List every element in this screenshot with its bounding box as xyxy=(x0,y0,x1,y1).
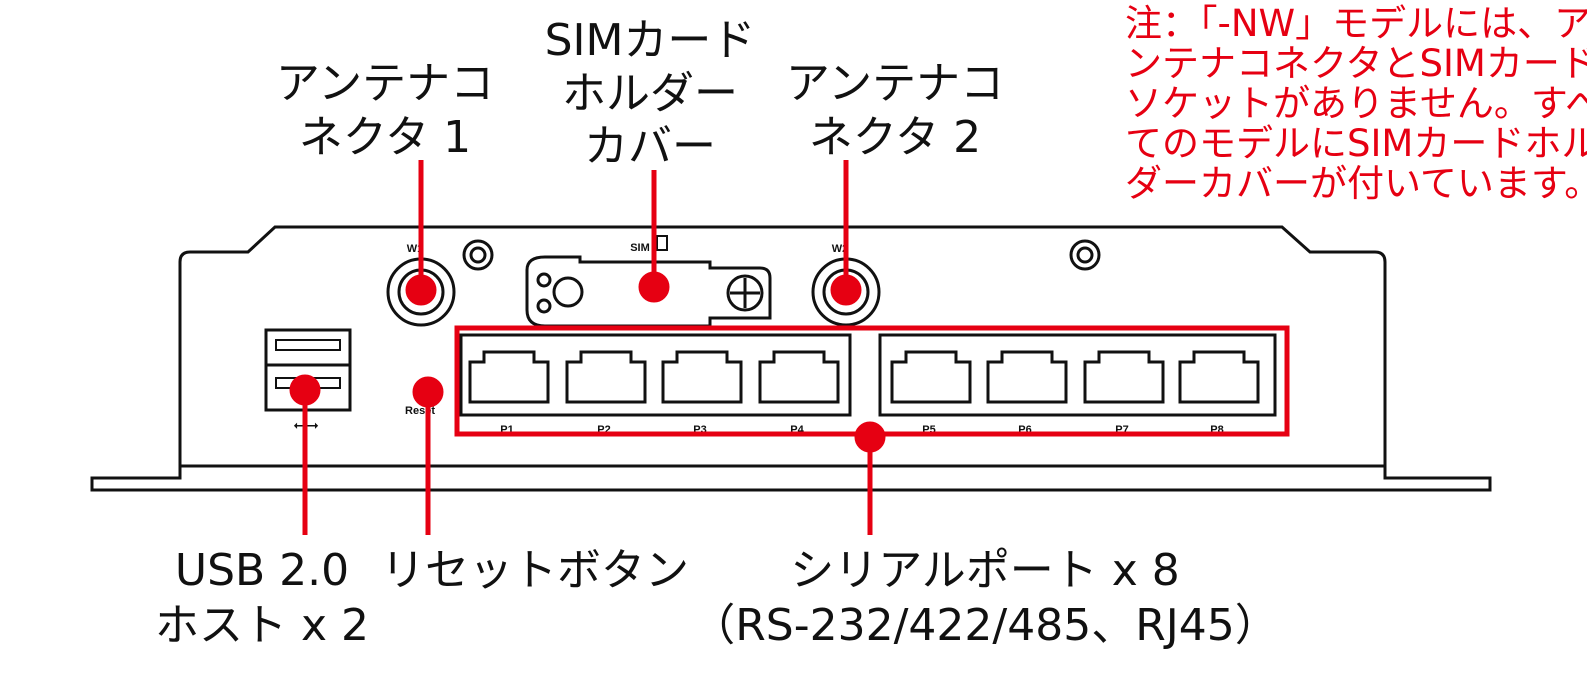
serial-port-p2: P2 xyxy=(565,350,647,436)
sim-cover-label: カバー xyxy=(584,121,716,172)
antenna2-label: ネクタ 2 xyxy=(809,112,981,163)
callout-dot xyxy=(638,271,670,303)
sim-label: SIM xyxy=(630,242,650,254)
note-line: 注：「-NW」モデルには、ア xyxy=(1125,2,1587,45)
screw-left xyxy=(462,239,494,271)
serial-label: シリアルポート x 8 xyxy=(790,545,1180,596)
serial-port-p3: P3 xyxy=(661,350,743,436)
callout-dot xyxy=(854,421,886,453)
serial-port-p5: P5 xyxy=(890,350,972,436)
device-body xyxy=(90,225,1492,492)
callout-dot xyxy=(405,274,437,306)
antenna1-label: アンテナコ xyxy=(276,58,494,109)
screw-right xyxy=(1069,239,1101,271)
note-line: ダーカバーが付いています。 xyxy=(1125,162,1587,205)
note-line: てのモデルにSIMカードホル xyxy=(1125,122,1587,165)
callout-dot xyxy=(289,374,321,406)
usb-label: ホスト x 2 xyxy=(155,600,369,651)
antenna2-label: アンテナコ xyxy=(786,58,1004,109)
callout-dot xyxy=(412,376,444,408)
callout-dot xyxy=(830,274,862,306)
note: 注：「-NW」モデルには、ア ンテナコネクタとSIMカード ソケットがありません… xyxy=(1125,2,1587,205)
sim-cover-label: SIMカード xyxy=(545,15,756,66)
serial-port-p7: P7 xyxy=(1083,350,1165,436)
reset-button-label: リセットボタン xyxy=(381,545,689,596)
serial-port-p6: P6 xyxy=(986,350,1068,436)
serial-port-p1: P1 xyxy=(468,350,550,436)
antenna1-label: ネクタ 1 xyxy=(299,112,471,163)
usb-label: USB 2.0 xyxy=(175,545,349,596)
note-line: ソケットがありません。すべ xyxy=(1125,82,1587,125)
serial-label: （RS-232/422/485、RJ45） xyxy=(691,600,1279,651)
port-group-2 xyxy=(878,333,1277,417)
serial-port-p8: P8 xyxy=(1178,350,1260,436)
serial-port-p4: P4 xyxy=(758,350,840,436)
port-group-1 xyxy=(459,333,852,417)
callouts xyxy=(289,160,886,535)
note-line: ンテナコネクタとSIMカード xyxy=(1125,42,1587,85)
sim-cover-label: ホルダー xyxy=(562,68,738,119)
